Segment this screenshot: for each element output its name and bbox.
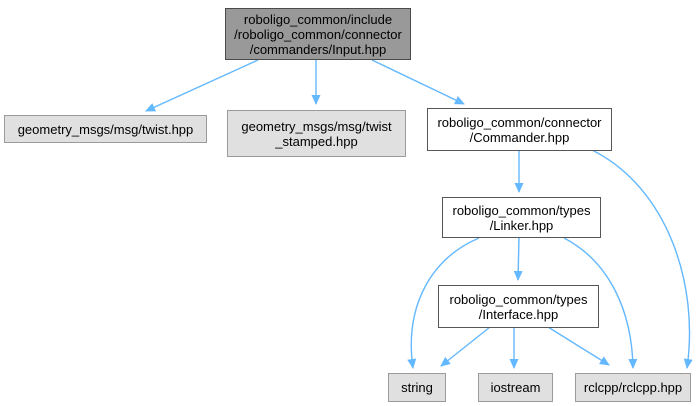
node-interface-hpp[interactable]: roboligo_common/types /Interface.hpp: [438, 285, 599, 328]
node-interface-hpp-label: roboligo_common/types /Interface.hpp: [449, 291, 588, 322]
node-string-label: string: [401, 380, 433, 395]
node-iostream-label: iostream: [490, 380, 541, 395]
edge-interface-to-rclcpp: [547, 326, 610, 366]
edge-input-to-twist: [145, 59, 259, 112]
node-string: string: [388, 373, 446, 402]
node-commander-hpp[interactable]: roboligo_common/connector /Commander.hpp: [427, 108, 612, 151]
edge-commander-to-rclcpp: [591, 149, 693, 369]
node-linker-hpp-label: roboligo_common/types /Linker.hpp: [452, 202, 591, 233]
node-input-hpp: roboligo_common/include /roboligo_common…: [225, 8, 411, 60]
node-twist-hpp-label: geometry_msgs/msg/twist.hpp: [17, 121, 194, 137]
edge-linker-to-rclcpp: [563, 237, 638, 369]
node-twist-stamped-hpp: geometry_msgs/msg/twist _stamped.hpp: [227, 110, 406, 157]
node-rclcpp-hpp: rclcpp/rclcpp.hpp: [575, 373, 691, 402]
node-rclcpp-hpp-label: rclcpp/rclcpp.hpp: [583, 380, 683, 395]
node-commander-hpp-label: roboligo_common/connector /Commander.hpp: [437, 114, 602, 145]
edge-input-to-commander: [371, 59, 465, 105]
edge-linker-to-string: [407, 237, 480, 369]
node-linker-hpp[interactable]: roboligo_common/types /Linker.hpp: [442, 197, 601, 238]
node-input-hpp-label: roboligo_common/include /roboligo_common…: [234, 11, 402, 57]
node-iostream: iostream: [478, 373, 553, 402]
node-twist-hpp: geometry_msgs/msg/twist.hpp: [4, 115, 207, 143]
node-twist-stamped-hpp-label: geometry_msgs/msg/twist _stamped.hpp: [241, 118, 392, 149]
edge-interface-to-string: [440, 326, 491, 367]
edge-linker-to-interface: [513, 236, 523, 281]
